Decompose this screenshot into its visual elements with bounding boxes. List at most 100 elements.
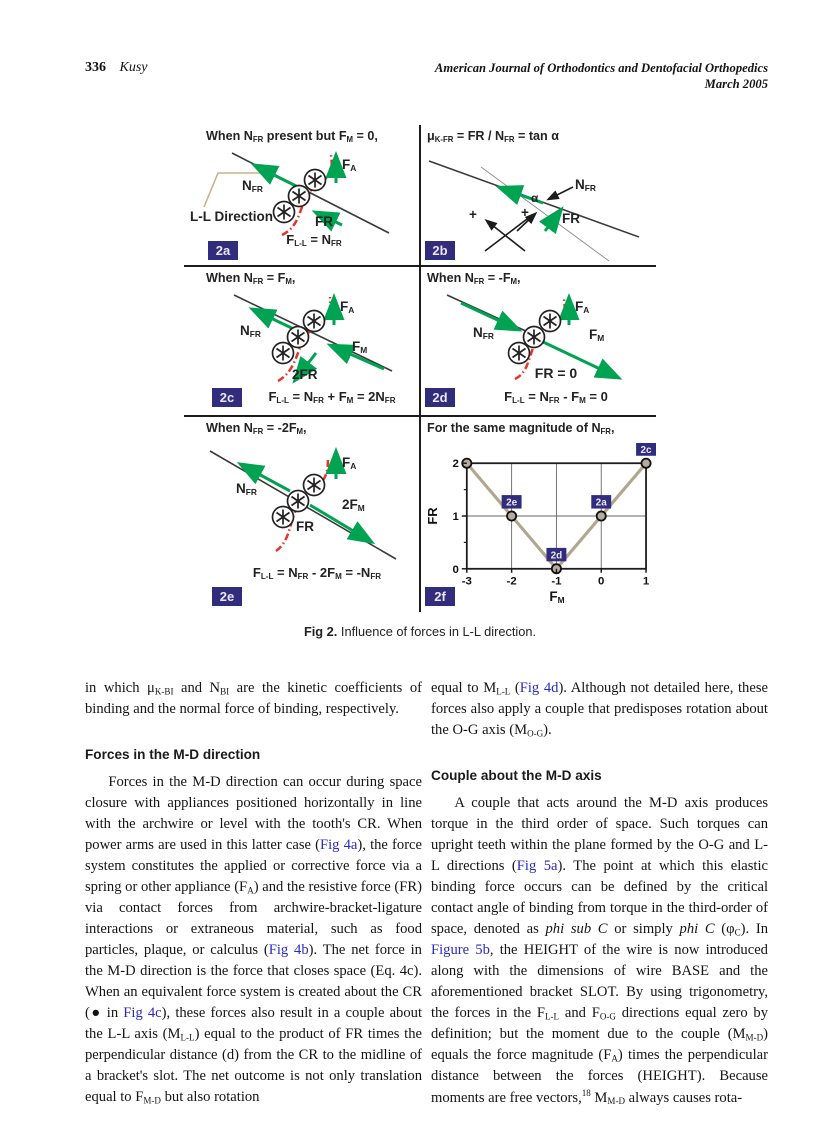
x-tick-label: -1 [551,576,562,588]
text-segment: F [286,232,295,247]
panel-divider-vertical [419,125,421,612]
y-axis-label: FR [425,507,440,525]
text-segment: = 2N [353,389,385,404]
force-arrow-2fr [292,352,318,384]
panel-2b-diagram [428,160,640,262]
data-point [640,457,652,469]
text-segment: O-G [527,728,544,739]
section-heading-md-forces: Forces in the M-D direction [85,747,261,762]
text-segment: BI [220,686,230,697]
text-segment: M [357,503,365,514]
text-segment: ). The point at which this elastic bindi… [431,858,769,937]
text-segment: M [346,396,354,405]
text-segment: FR [313,396,324,405]
text-segment: = N [306,232,331,247]
force-label-fr: FR [315,214,333,229]
force-arrow-2fm [309,503,376,545]
text-segment: ) and the resistive force (FR) via conta… [85,879,422,958]
text-segment: L-L [276,396,289,405]
bracket-icon [287,184,311,208]
fig-link[interactable]: Fig 4a [320,837,358,853]
panel-divider-h2 [184,415,656,417]
text-segment: F [342,157,351,172]
fig-link[interactable]: Fig 4b [268,942,309,958]
force-label-nfr: NFR [242,178,263,194]
text-segment: phi sub C [545,921,608,937]
panel-title: When NFR = -2FM, [184,421,437,436]
panel-title: When NFR = -FM, [421,271,658,286]
text-segment: L-L [512,396,525,405]
fig-link[interactable]: Fig 4c [123,1005,162,1021]
text-segment: = 0 [585,389,608,404]
text-segment: A couple that acts around the M-D axis p… [431,795,768,874]
panel-2a-diagram [203,151,390,237]
body-left-column: in which μK-BI and NBI are the kinetic c… [85,678,422,1108]
text-segment: 18 [581,1088,591,1098]
point-label: 2c [641,445,653,456]
text-segment: M [510,276,518,286]
fig-link[interactable]: Figure 5b [431,942,490,958]
y-tick-label: 1 [452,511,459,523]
text-segment: F [575,299,584,314]
text-segment: and F [559,1005,600,1021]
panel-2c-diagram [233,293,393,384]
force-arrow-nfr [460,301,523,332]
bracket-icon [538,309,562,333]
text-segment: N [473,325,483,340]
bracket-icon [271,505,295,529]
panel-2d-diagram [446,293,623,381]
fig-link[interactable]: Fig 4d [519,680,559,696]
equation-2c: FL-L = NFR + FM = 2NFR [246,389,418,405]
text-segment: M-D [143,1095,161,1106]
text-segment: Forces in the M-D direction can occur du… [85,774,422,853]
data-point [506,510,518,522]
data-point [595,510,607,522]
panel-label-2f: 2f [425,587,455,606]
text-segment: N [236,481,246,496]
text-segment: (φ [714,921,735,937]
text-segment: A [350,163,357,174]
figure-caption: Fig 2. Influence of forces in L-L direct… [184,624,656,639]
text-segment: ). Although not detailed here, these for… [431,680,768,738]
force-label-fa: FA [340,299,354,315]
force-label-fm: FM [589,327,604,343]
text-segment: Fig 2. [303,624,338,639]
text-segment: = N [273,565,298,580]
text-segment: + F [323,389,347,404]
text-segment: FR [548,396,560,405]
text-segment: FR [370,572,382,581]
bracket-icon [507,341,531,365]
fig-link[interactable]: Fig 5a [516,858,558,874]
text-segment: M [597,333,605,344]
author-name: Kusy [119,60,148,75]
text-segment: = FR / N [453,129,505,143]
body-right-column: equal to ML-L (Fig 4d). Although not det… [431,678,768,1109]
force-label-fa: FA [342,455,356,471]
text-segment: F [342,455,351,470]
text-segment: A [611,1053,618,1064]
panel-title: For the same magnitude of NFR, [421,421,658,436]
text-segment: F [352,339,361,354]
text-segment: Influence of forces in L-L direction. [337,624,537,639]
axis-cross-arrow [484,219,526,252]
text-segment: When N [206,271,253,285]
text-segment: F [252,565,261,580]
text-segment: , [291,271,296,285]
text-segment: A [583,305,590,316]
text-segment: FR [473,276,485,286]
equation-2a: FL-L = NFR [239,232,389,248]
x-tick-label: 1 [643,576,650,588]
paragraph: equal to ML-L (Fig 4d). Although not det… [431,678,768,741]
force-arrow-nfr-green [495,185,544,205]
direction-pointer-line [203,172,264,208]
force-label-nfr: NFR [240,323,261,339]
panel-label-2b: 2b [425,241,455,260]
force-arrow-fr [539,206,564,235]
force-label-fr: FR [296,519,314,534]
text-segment: F [504,389,513,404]
force-label-fm: FM [352,339,367,355]
panel-2b: μK-FR = FR / NFR = tan α NFR FR α + + 2b [421,125,656,265]
text-segment: or simply [607,921,680,937]
text-segment: ( [510,680,520,696]
text-segment: equal to M [431,680,497,696]
